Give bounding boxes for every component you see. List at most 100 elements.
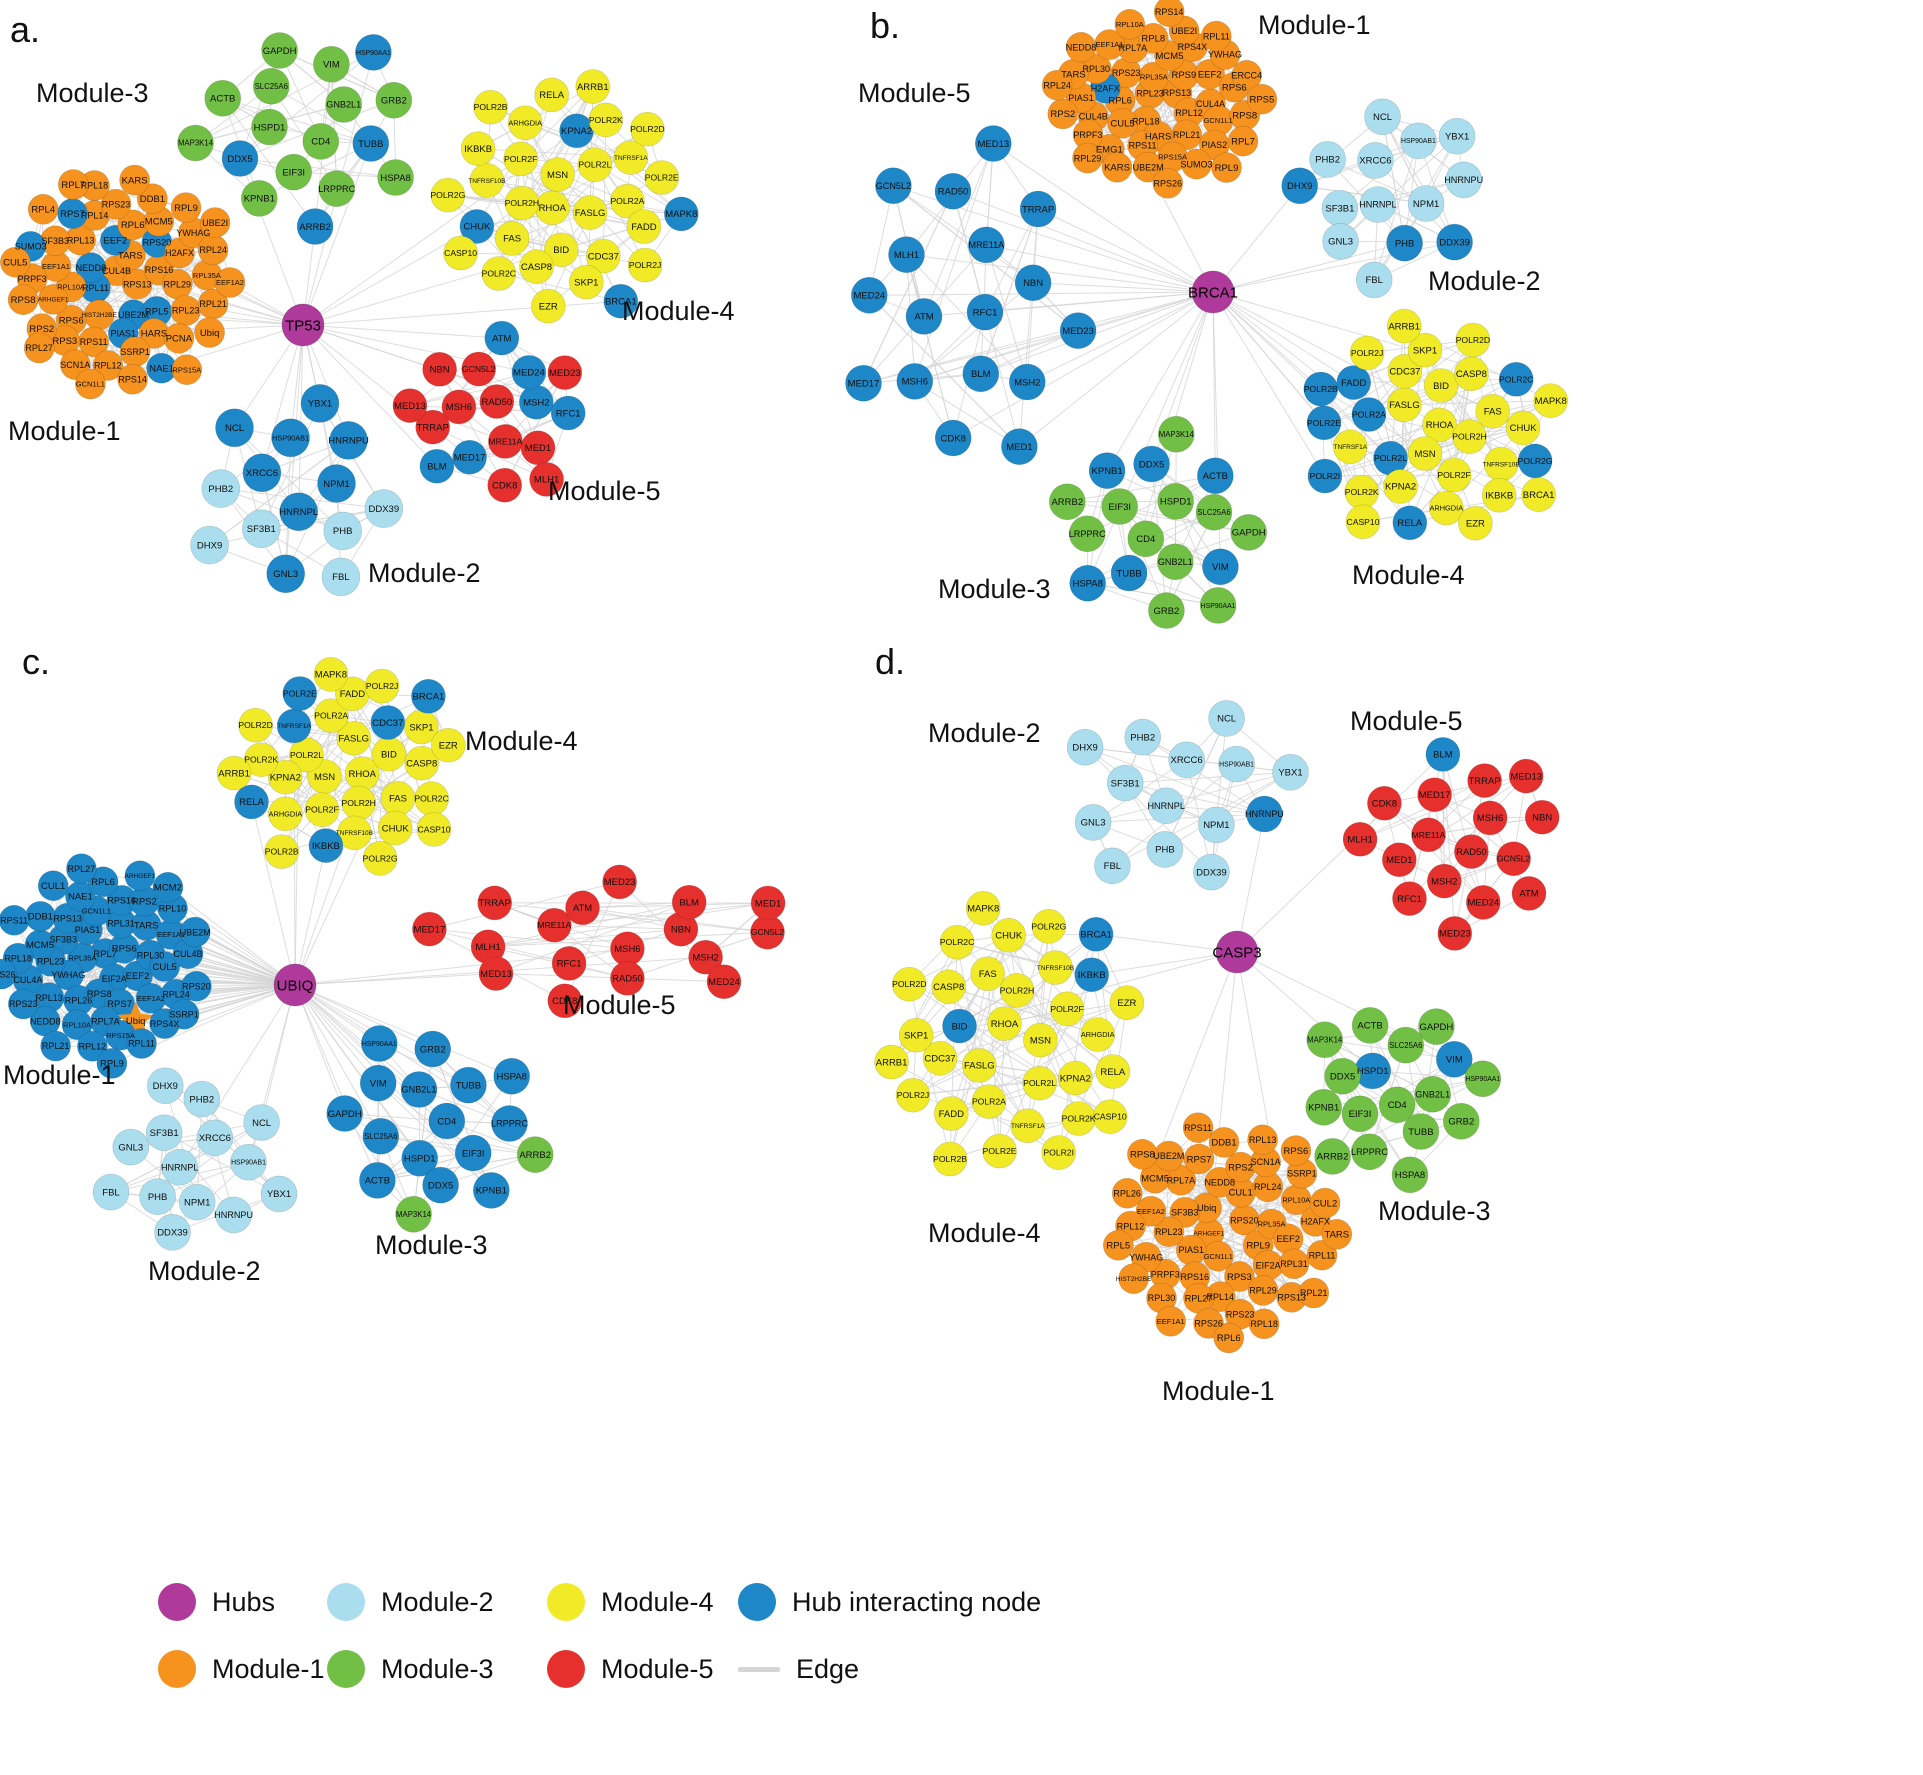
node-label: NAE1 [68, 892, 93, 903]
node-label: MSN [1030, 1035, 1051, 1046]
node-label: EEF1A2 [137, 994, 165, 1003]
node-label: POLR2F [1050, 1004, 1083, 1014]
node-label: EEF1A2 [1137, 1207, 1165, 1216]
node-label: RPS6 [59, 315, 84, 326]
node-rps14 [117, 363, 148, 395]
node-label: MCM5 [1156, 51, 1184, 62]
node-hsp90ab1 [271, 418, 310, 458]
node-label: POLR2G [363, 853, 398, 863]
node-label: IKBKB [464, 144, 492, 155]
node-med13 [974, 125, 1012, 162]
node-label: MSH6 [446, 402, 472, 413]
node-ddx5 [1133, 445, 1170, 483]
node-label: DDX5 [428, 1180, 453, 1191]
node-polr2b [932, 1141, 968, 1177]
node-cdk8 [934, 419, 972, 457]
node-label: RPS7 [60, 209, 85, 220]
node-label: RPL30 [1148, 1293, 1176, 1303]
node-label: POLR2F [1437, 470, 1470, 480]
node-polr2i [1307, 458, 1343, 494]
node-label: GCN1L1 [1204, 1252, 1233, 1261]
node-label: RPL8 [1141, 34, 1165, 45]
node-blm [1425, 737, 1461, 772]
node-polr2j [1349, 335, 1385, 371]
node-label: POLR2H [505, 198, 539, 208]
node-label: POLR2J [366, 681, 398, 691]
node-label: NBN [1532, 813, 1552, 824]
node-phb2 [1309, 141, 1346, 178]
node-label: MED13 [1510, 771, 1542, 782]
legend-item-hub-interacting-node: Hub interacting node [738, 1582, 1041, 1622]
node-trrap [415, 409, 451, 445]
node-label: H2AFX [165, 248, 194, 258]
node-gcn5l2 [875, 167, 912, 204]
node-gnb2l1 [1157, 543, 1194, 581]
node-brca1 [1078, 916, 1114, 952]
node-label: RPS13 [1163, 88, 1192, 98]
node-label: GNL3 [1328, 237, 1353, 248]
node-label: RAD50 [612, 974, 643, 985]
node-rpl9 [170, 192, 202, 223]
node-label: VIM [1446, 1055, 1463, 1066]
node-nedd8 [75, 252, 107, 283]
node-hsp90ab1 [1400, 122, 1437, 160]
node-cdc37 [922, 1041, 958, 1076]
node-label: PRPF3 [1073, 130, 1102, 140]
node-label: RPL18 [1250, 1319, 1278, 1329]
node-label: NPM1 [1203, 820, 1229, 831]
node-label: DDX39 [1439, 237, 1470, 248]
node-label: POLR2L [1023, 1078, 1056, 1088]
node-med17 [452, 439, 487, 475]
node-rpl9 [1211, 152, 1242, 183]
node-label: TNFRSF10B [1482, 461, 1519, 468]
node-cdk8 [487, 467, 523, 503]
node-label: HSP90AA1 [362, 1041, 397, 1048]
node-kars [1101, 152, 1133, 183]
node-blm [962, 355, 1000, 393]
node-ezr [430, 727, 466, 763]
node-label: RPL26 [65, 995, 93, 1005]
node-label: PHB2 [1130, 732, 1155, 743]
node-med1 [1001, 428, 1038, 465]
node-label: CDK8 [492, 481, 517, 492]
node-label: MCM5 [145, 217, 173, 228]
node-label: RPL30 [1083, 64, 1111, 74]
node-polr2a [610, 183, 645, 219]
node-label: RPL30 [137, 950, 165, 960]
module-label-d-module-3: Module-3 [1378, 1196, 1491, 1226]
node-chuk [459, 209, 495, 244]
node-label: YBX1 [308, 399, 332, 410]
node-label: ARHGDIA [269, 809, 303, 818]
node-label: EZR [539, 301, 558, 312]
node-map3k14 [1158, 415, 1195, 453]
node-label: H2AFX [1091, 83, 1120, 93]
node-xrcc6 [242, 453, 282, 493]
node-label: POLR2I [1043, 1148, 1074, 1158]
node-rpl27 [23, 332, 55, 364]
node-med23 [547, 355, 583, 390]
node-label: HSPA8 [1072, 579, 1102, 590]
node-label: RPL27 [25, 343, 53, 353]
node-fbl [1355, 261, 1393, 299]
node-label: PHB2 [208, 484, 233, 495]
node-polr2b [264, 834, 300, 869]
node-hnrnpu [1246, 795, 1283, 833]
node-label: POLR2E [283, 689, 317, 699]
node-label: FADD [631, 222, 656, 233]
node-cdk8 [547, 983, 583, 1019]
node-label: EIF3I [462, 1148, 485, 1159]
node-hnrnpl [1147, 787, 1185, 825]
node-polr2g [362, 841, 398, 876]
node-rpl11 [1201, 20, 1232, 52]
node-label: EEF2 [103, 236, 127, 247]
node-nbn [1524, 799, 1560, 835]
node-bid [1423, 368, 1459, 403]
node-label: RPL12 [1175, 108, 1203, 118]
node-label: YWHAG [1208, 50, 1242, 60]
node-label: DDX39 [1196, 867, 1227, 878]
node-label: MSN [314, 772, 335, 783]
node-polr2c [1498, 361, 1534, 397]
node-label: MRE11A [537, 920, 571, 930]
text-layer: CD4HSPD1GNB2L1EIF3ISLC25A6TUBBDDX5VIMLRP… [0, 5, 1567, 1406]
node-med23 [602, 864, 637, 900]
